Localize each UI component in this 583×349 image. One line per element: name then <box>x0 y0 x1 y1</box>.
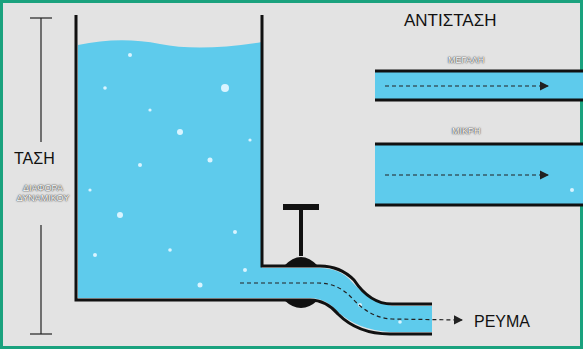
pipe-label: ΜΙΚΡΗ <box>452 127 481 137</box>
pipe-label: ΜΕΓΑΛΗ <box>448 56 484 66</box>
valve <box>283 204 319 308</box>
section-title: ΑΝΤΙΣΤΑΣΗ <box>404 12 496 31</box>
voltage-label: ΤΑΣΗ <box>14 150 55 168</box>
voltage-dimension <box>30 18 52 334</box>
current-arrow <box>240 283 462 320</box>
current-label: ΡΕΥΜΑ <box>474 313 530 331</box>
voltage-note: ΔΙΑΦΟΡΑ ΔΥΝΑΜΙΚΟΥ <box>10 184 76 204</box>
wide-pipe <box>375 144 583 205</box>
narrow-pipe <box>375 71 583 100</box>
